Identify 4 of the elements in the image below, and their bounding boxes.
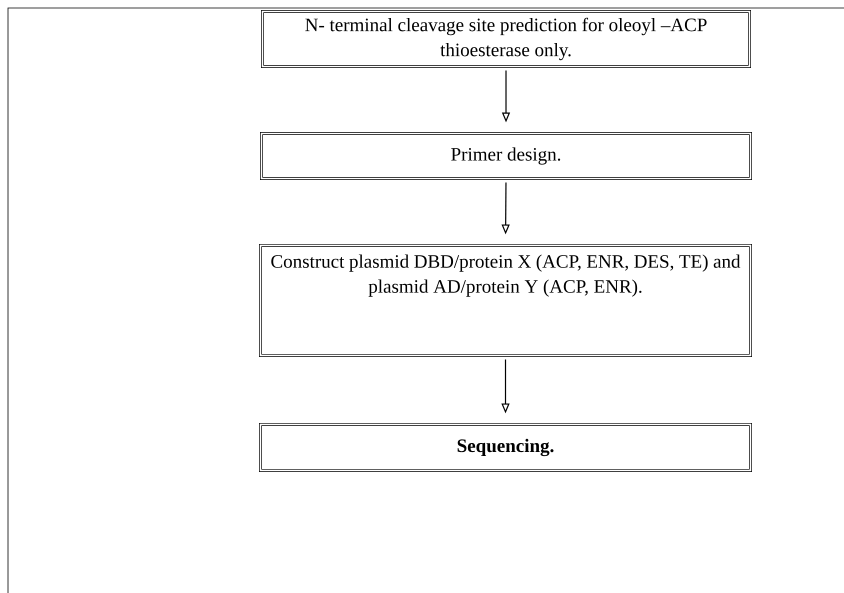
process-box: Primer design. bbox=[260, 132, 752, 180]
process-box: Sequencing. bbox=[259, 422, 752, 472]
process-box: N- terminal cleavage site prediction for oleoyl –ACP thioesterase only. bbox=[261, 10, 751, 68]
process-box: Construct plasmid DBD/protein X (ACP, ENR, DES, TE) and plasmid AD/protein Y (ACP, ENR). bbox=[259, 244, 752, 357]
